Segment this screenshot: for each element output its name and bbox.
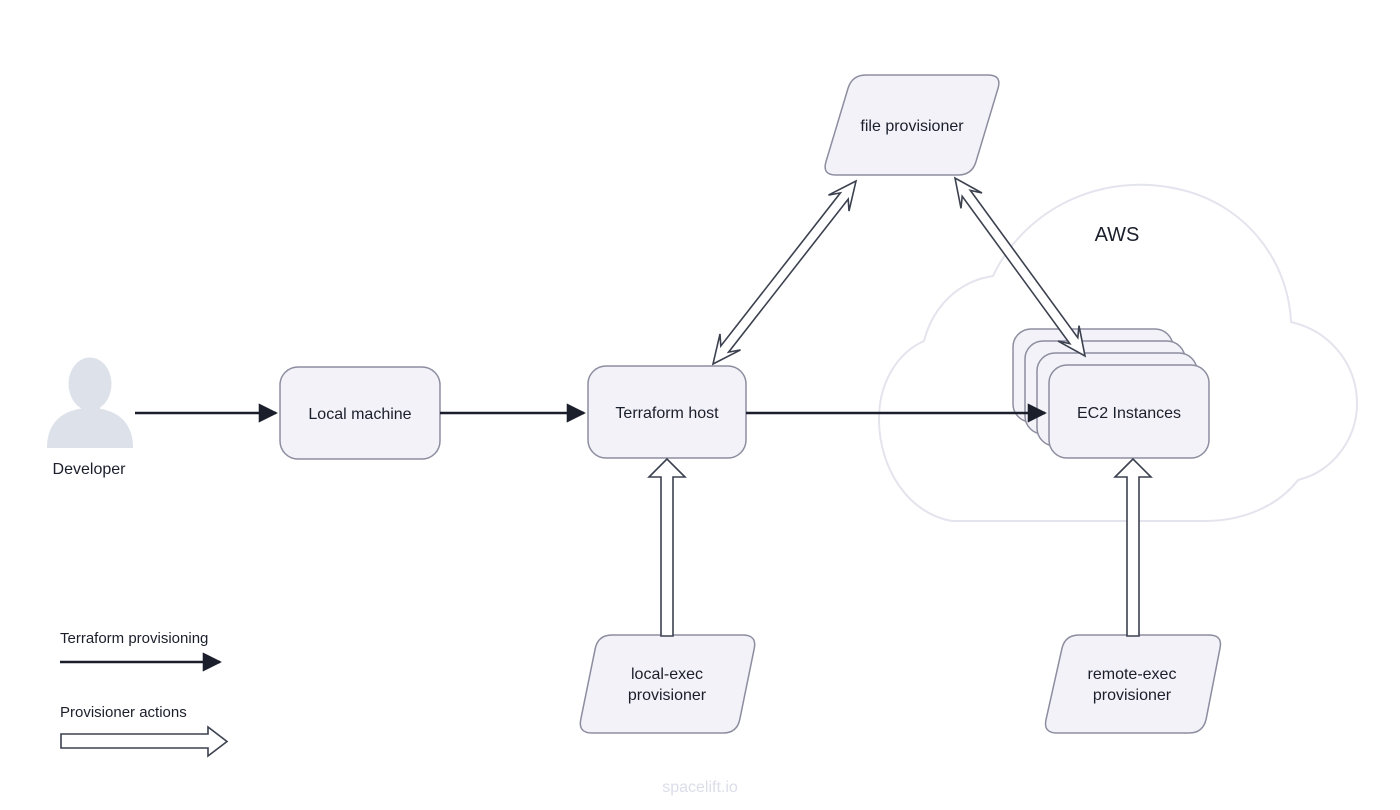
remote-exec-label-line1: remote-exec (1088, 666, 1177, 683)
aws-cloud-label: AWS (1095, 224, 1140, 246)
edge-ec2-file-provisioner (953, 176, 1087, 358)
file-provisioner-label: file provisioner (860, 118, 964, 135)
legend-hollow-arrow-sample (60, 725, 229, 758)
spacelift-watermark: spacelift.io (662, 779, 738, 796)
legend: Terraform provisioning Provisioner actio… (60, 630, 229, 758)
terraform-host-label: Terraform host (615, 405, 719, 422)
ec2-instances-label: EC2 Instances (1077, 405, 1181, 422)
remote-exec-label-line2: provisioner (1093, 687, 1172, 704)
legend-hollow-arrow-label: Provisioner actions (60, 704, 187, 721)
remote-exec-provisioner-node (1044, 634, 1222, 734)
local-machine-label: Local machine (308, 406, 411, 423)
ec2-instances-stack (1012, 328, 1210, 459)
local-exec-provisioner-node (579, 634, 756, 734)
local-exec-label-line2: provisioner (628, 687, 707, 704)
developer-person-icon (47, 357, 133, 448)
local-exec-label-line1: local-exec (631, 666, 703, 683)
developer-label: Developer (53, 461, 127, 478)
edge-remote-exec-to-ec2 (1113, 457, 1153, 637)
file-provisioner-node (824, 74, 1000, 176)
edge-local-exec-to-terraform-host (647, 457, 687, 637)
legend-solid-arrow-label: Terraform provisioning (60, 630, 208, 647)
ec2-instances-node (1048, 364, 1210, 459)
edge-terraform-host-file-provisioner (711, 179, 858, 366)
